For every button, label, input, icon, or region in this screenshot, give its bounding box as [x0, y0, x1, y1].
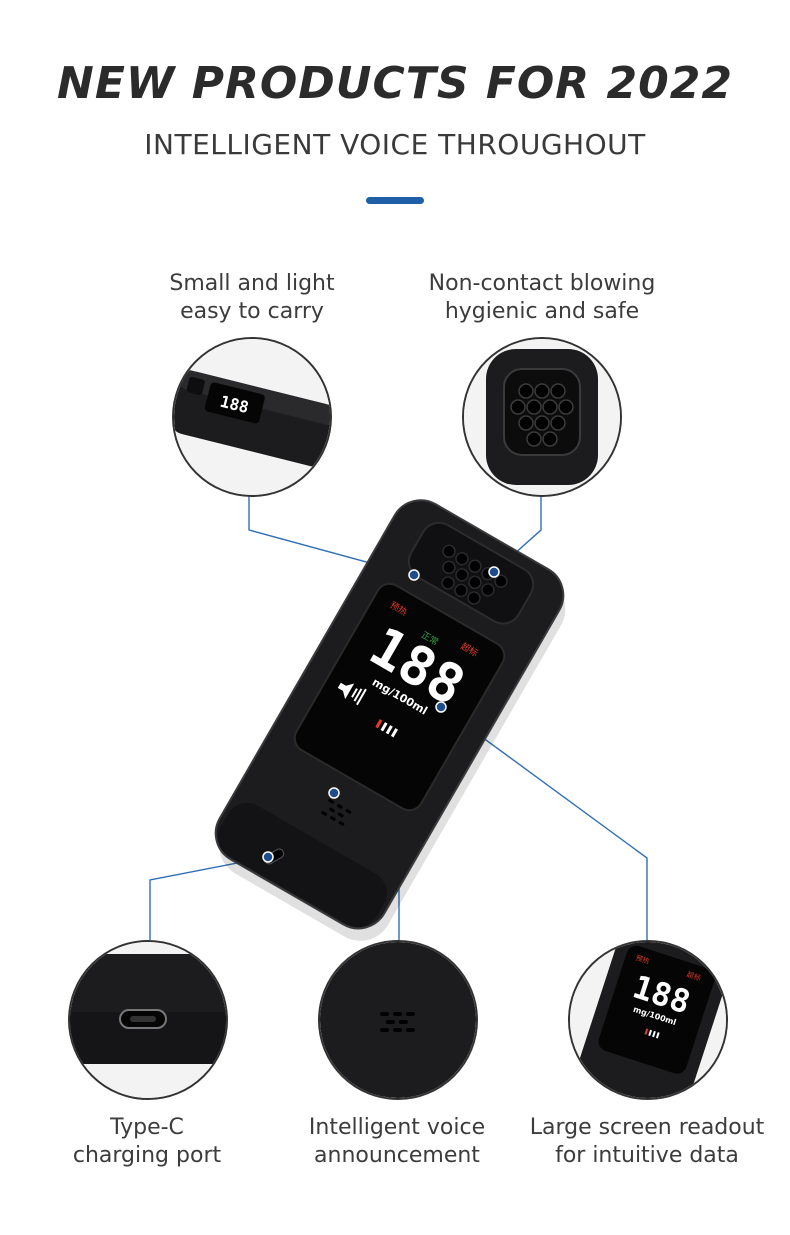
- page-headline: NEW PRODUCTS FOR 2022: [57, 58, 733, 109]
- svg-text:超标: 超标: [686, 970, 702, 983]
- anchor-dot-portable: [408, 569, 420, 581]
- feature-label-type-c-line1: Type-C: [110, 1115, 184, 1140]
- feature-label-voice-line1: Intelligent voice: [308, 1115, 486, 1140]
- feature-label-screen-line2: for intuitive data: [555, 1143, 739, 1168]
- accent-divider: [366, 197, 424, 204]
- svg-text:预热: 预热: [634, 953, 650, 966]
- feature-label-voice-line2: announcement: [314, 1143, 480, 1168]
- feature-label-portable: Small and light easy to carry: [130, 270, 374, 326]
- anchor-dot-voice: [328, 787, 340, 799]
- feature-label-screen-line1: Large screen readout: [529, 1115, 765, 1140]
- signal-bars-icon: [375, 719, 398, 738]
- anchor-dot-screen: [435, 701, 447, 713]
- feature-label-voice: Intelligent voice announcement: [290, 1114, 504, 1170]
- feature-label-non-contact-line1: Non-contact blowing: [428, 271, 656, 296]
- leader-line-type-c: [149, 856, 269, 940]
- page-subheadline: INTELLIGENT VOICE THROUGHOUT: [144, 128, 646, 161]
- mouthpiece-grille: [441, 544, 508, 605]
- detail-circle-type-c: [68, 940, 228, 1100]
- feature-label-type-c-line2: charging port: [72, 1143, 222, 1168]
- feature-label-portable-line2: easy to carry: [180, 299, 324, 324]
- feature-label-non-contact: Non-contact blowing hygienic and safe: [410, 270, 674, 326]
- feature-label-portable-line1: Small and light: [169, 271, 335, 296]
- anchor-dot-non-contact: [488, 566, 500, 578]
- leader-line-screen: [440, 706, 648, 945]
- anchor-dot-type-c: [262, 851, 274, 863]
- speaker-grille: [321, 798, 352, 826]
- feature-label-non-contact-line2: hygienic and safe: [444, 299, 640, 324]
- speaker-indicator-icon: [337, 682, 367, 706]
- detail-circle-screen: 预热 超标 188 mg/100ml: [568, 940, 728, 1100]
- detail-circle-voice: [318, 940, 478, 1100]
- breathalyzer-device: 预热 正常 超标 188 mg/100ml: [214, 499, 566, 941]
- leader-line-portable: [248, 492, 415, 576]
- feature-label-type-c: Type-C charging port: [40, 1114, 254, 1170]
- feature-label-screen: Large screen readout for intuitive data: [520, 1114, 774, 1170]
- detail-circle-portable: 188: [172, 337, 332, 497]
- detail-circle-non-contact: [462, 337, 622, 497]
- leader-anchor-dots: [262, 566, 500, 863]
